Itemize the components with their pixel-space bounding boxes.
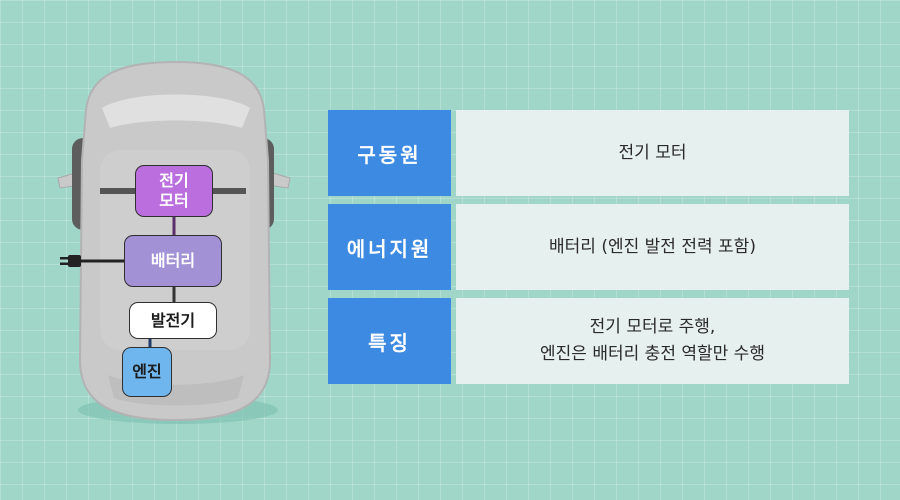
generator-box: 발전기 [129,302,217,339]
row-value: 배터리 (엔진 발전 전력 포함) [456,204,849,290]
engine-label: 엔진 [132,362,162,381]
table-row-energy-source: 에너지원 배터리 (엔진 발전 전력 포함) [328,204,850,290]
engine-box: 엔진 [122,347,172,397]
table-row-feature: 특징 전기 모터로 주행, 엔진은 배터리 충전 역할만 수행 [328,298,850,384]
table-row-drive-source: 구동원 전기 모터 [328,110,850,196]
row-label: 구동원 [328,110,451,196]
row-value-line: 배터리 (엔진 발전 전력 포함) [549,236,756,257]
battery-label: 배터리 [150,251,196,270]
row-value-line: 엔진은 배터리 충전 역할만 수행 [540,344,765,364]
electric-motor-box: 전기 모터 [135,165,213,217]
plug-prong-bottom [60,262,69,265]
plug-prong-top [60,257,69,260]
plug-icon [68,255,81,267]
generator-label: 발전기 [150,310,196,330]
row-label: 특징 [328,298,451,384]
row-value: 전기 모터로 주행, 엔진은 배터리 충전 역할만 수행 [456,298,849,384]
motor-label-line2: 모터 [159,191,189,210]
row-value-line: 전기 모터로 주행, [589,317,716,337]
row-value: 전기 모터 [456,110,849,196]
motor-label-line1: 전기 [159,171,189,190]
windshield [102,94,250,128]
row-value-line: 전기 모터 [618,142,687,163]
rear-window [108,375,244,406]
row-label: 에너지원 [328,204,451,290]
battery-box: 배터리 [124,235,222,287]
